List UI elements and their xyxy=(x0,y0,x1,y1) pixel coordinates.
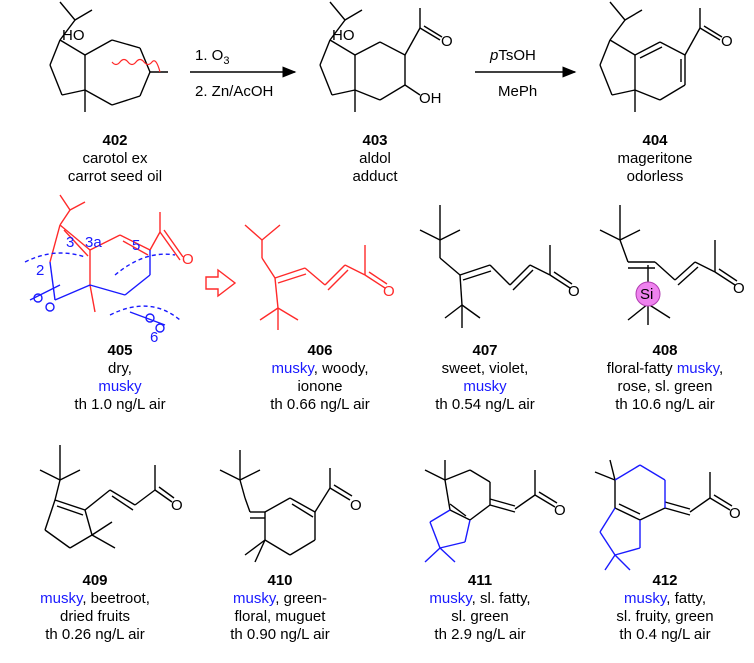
locant-5: 5 xyxy=(132,237,140,254)
carbonyl-oxygen: O xyxy=(721,33,733,50)
compound-406-label: 406 musky, woody, ionone th 0.66 ng/L ai… xyxy=(250,342,390,414)
structure-412 xyxy=(594,459,733,571)
compound-number: 412 xyxy=(652,572,678,589)
compound-number: 406 xyxy=(307,342,333,359)
carbonyl-oxygen: O xyxy=(171,497,183,514)
carbonyl-oxygen: O xyxy=(733,280,745,297)
compound-number: 409 xyxy=(82,572,108,589)
compound-409-label: 409 musky, beetroot, dried fruits th 0.2… xyxy=(20,572,170,644)
compound-number: 411 xyxy=(467,572,493,589)
compound-405-label: 405 dry, musky th 1.0 ng/L air xyxy=(55,342,185,414)
compound-number: 410 xyxy=(267,572,293,589)
compound-412-label: 412 musky, fatty, sl. fruity, green th 0… xyxy=(595,572,735,644)
carbonyl-oxygen: O xyxy=(729,505,741,522)
carbonyl-oxygen: O xyxy=(441,33,453,50)
locant-6: 6 xyxy=(150,329,158,346)
locant-2: 2 xyxy=(36,262,44,279)
reagent-step-2: 2. Zn/AcOH xyxy=(195,83,273,100)
structure-410 xyxy=(219,450,353,563)
locant-3: 3 xyxy=(66,234,74,251)
carbonyl-oxygen: O xyxy=(383,283,395,300)
compound-number: 405 xyxy=(107,342,133,359)
compound-402-label: 402 carotol ex carrot seed oil xyxy=(55,132,175,186)
hydroxyl-label: HO xyxy=(62,27,85,44)
structure-402 xyxy=(49,1,168,112)
hollow-arrow xyxy=(205,268,237,298)
compound-number: 408 xyxy=(652,342,678,359)
compound-411-label: 411 musky, sl. fatty, sl. green th 2.9 n… xyxy=(410,572,550,644)
reagent-solvent: MePh xyxy=(498,83,537,100)
compound-number: 402 xyxy=(102,132,128,149)
carbonyl-oxygen: O xyxy=(182,251,194,268)
carbonyl-oxygen: O xyxy=(350,497,362,514)
compound-410-label: 410 musky, green- floral, muguet th 0.90… xyxy=(210,572,350,644)
silicon-sphere xyxy=(635,281,661,307)
locant-3a: 3a xyxy=(85,234,102,251)
carbonyl-oxygen: O xyxy=(554,502,566,519)
reagent-acid: pTsOH xyxy=(489,47,536,64)
structure-408 xyxy=(599,205,738,325)
structure-404 xyxy=(599,1,723,112)
structure-411 xyxy=(424,460,558,563)
compound-407-label: 407 sweet, violet, musky th 0.54 ng/L ai… xyxy=(415,342,555,414)
compound-number: 403 xyxy=(362,132,388,149)
compound-404-label: 404 mageritone odorless xyxy=(600,132,710,186)
structure-409 xyxy=(39,445,175,549)
compound-number: 407 xyxy=(472,342,498,359)
compound-408-label: 408 floral-fatty musky, rose, sl. green … xyxy=(590,342,740,414)
compound-number: 404 xyxy=(642,132,668,149)
structure-407 xyxy=(419,205,573,328)
carbonyl-oxygen: O xyxy=(568,283,580,300)
reagent-step-1: 1. O3 xyxy=(195,47,229,67)
silicon-label: Si xyxy=(640,286,653,303)
structure-405 xyxy=(24,194,184,333)
hydroxyl-label: OH xyxy=(419,90,442,107)
structure-406 xyxy=(244,224,388,330)
compound-403-label: 403 aldol adduct xyxy=(325,132,425,186)
structure-403 xyxy=(319,1,443,112)
hydroxyl-label: HO xyxy=(332,27,355,44)
